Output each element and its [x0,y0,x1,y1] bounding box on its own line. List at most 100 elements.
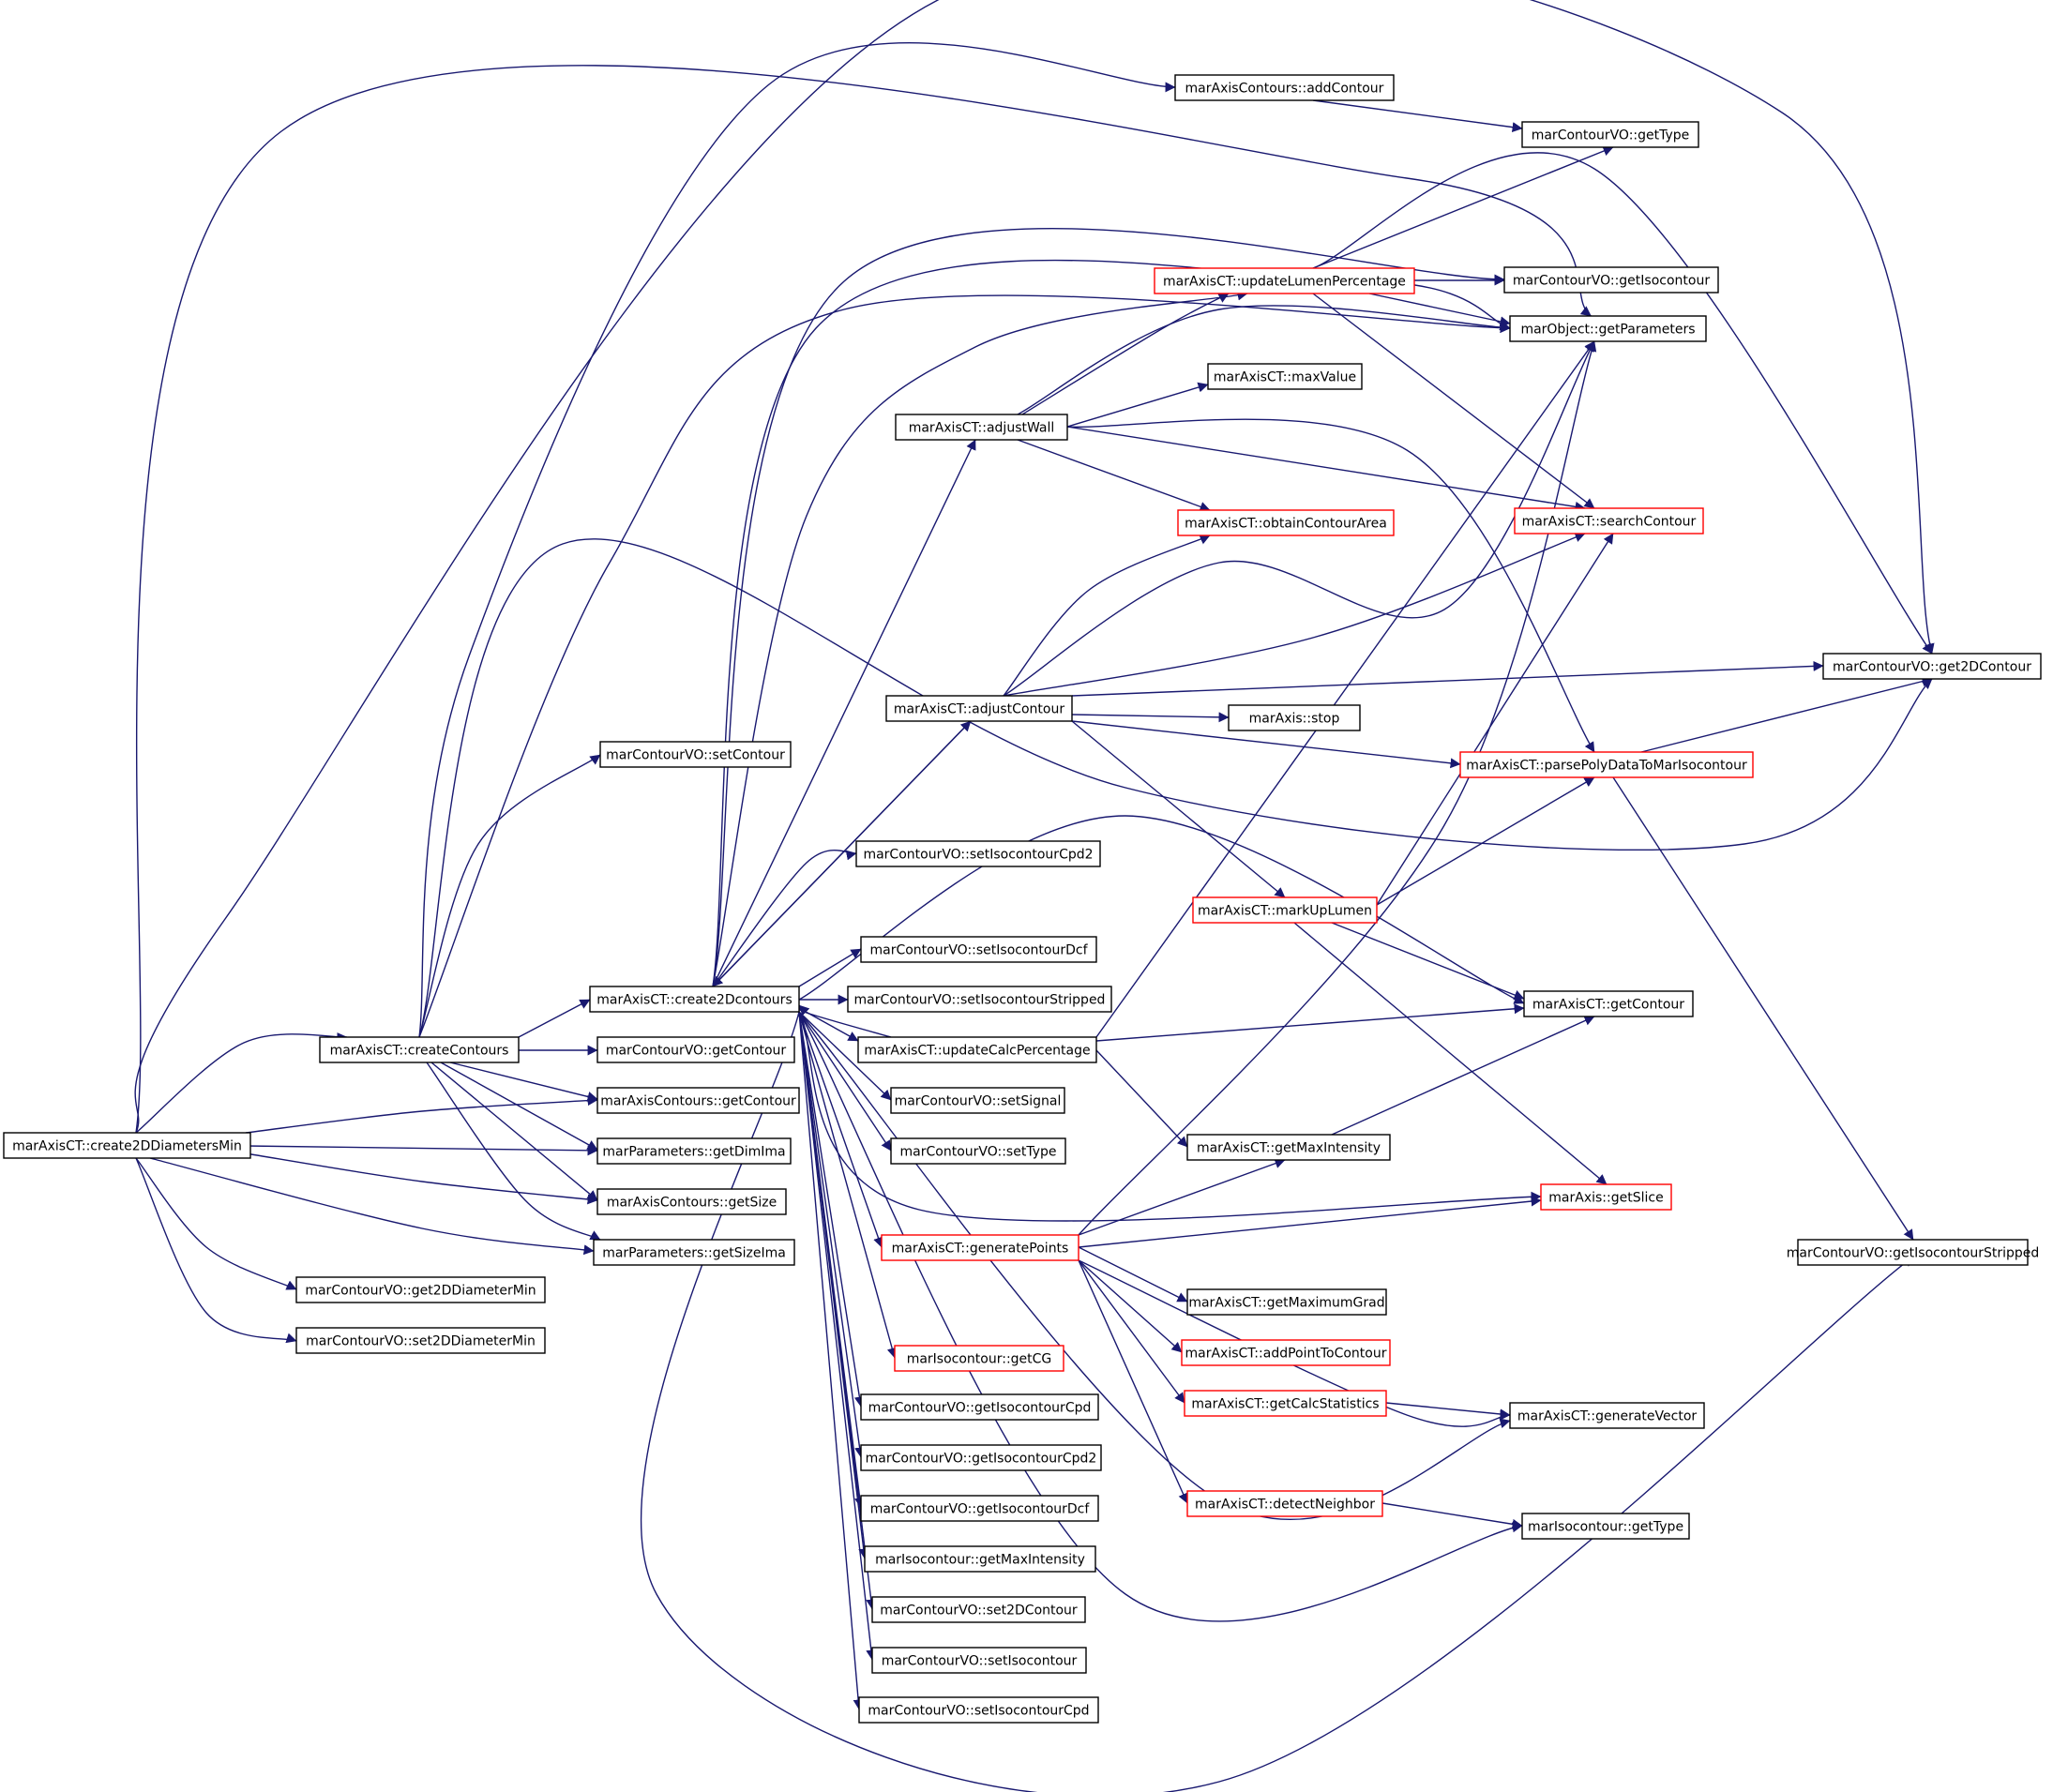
node-label: marContourVO::getType [1532,128,1690,143]
node-setType[interactable]: marContourVO::setType [890,1137,1066,1165]
node-updateCalc[interactable]: marAxisCT::updateCalcPercentage [857,1036,1097,1063]
node-getDimIma[interactable]: marParameters::getDimIma [596,1137,792,1165]
node-box [1181,1339,1391,1366]
node-box [1186,1490,1383,1517]
node-label: marAxisCT::generateVector [1517,1409,1698,1424]
call-edge-generatePoints-to-getParameters [1078,340,1597,1236]
call-edge-updateLumen-to-searchContour [1312,293,1595,509]
node-getDcf[interactable]: marContourVO::getIsocontourDcf [860,1495,1099,1522]
call-edge-adjustWall-to-obtainArea [1017,439,1211,512]
node-setSignal[interactable]: marContourVO::setSignal [890,1087,1065,1114]
node-label: marContourVO::setContour [606,748,785,763]
node-detectNeighbor[interactable]: marAxisCT::detectNeighbor [1186,1490,1383,1517]
call-edge-updateLumen-to-getParameters [1368,293,1511,327]
node-box [1177,509,1395,536]
node-generateVector[interactable]: marAxisCT::generateVector [1509,1402,1705,1429]
call-edge-adjustWall-to-searchContour [1066,426,1586,512]
node-label: marAxisCT::create2DDiametersMin [12,1139,242,1154]
node-stop[interactable]: marAxis::stop [1228,704,1361,731]
call-edge-create2Dcontours-to-setSignal [798,1011,892,1101]
node-maxValue[interactable]: marAxisCT::maxValue [1207,363,1363,390]
node-root[interactable]: marAxisCT::create2DDiametersMin [3,1132,251,1159]
node-markUpLumen[interactable]: marAxisCT::markUpLumen [1192,896,1378,924]
call-edge-markUpLumen-to-parsePoly [1376,776,1595,906]
node-box [885,695,1073,722]
call-edge-createContours-to-acGetSize [430,1062,598,1201]
node-box [847,986,1112,1013]
call-edge-updateCalc-to-getMaxIntensity [1095,1049,1188,1148]
call-edge-updateLumen-to-get2DContour [1312,152,1933,655]
node-label: marAxisContours::getContour [600,1094,796,1109]
node-box [894,1345,1064,1372]
node-ctGetContour[interactable]: marAxisCT::getContour [1523,990,1694,1017]
call-edge-create2Dcontours-to-setCpd2 [712,849,857,987]
node-box [871,1647,1087,1674]
node-isoGetType[interactable]: marIsocontour::getType [1521,1513,1690,1540]
node-box [599,741,792,768]
node-getParameters[interactable]: marObject::getParameters [1509,315,1707,342]
node-label: marAxisCT::createContours [330,1044,509,1059]
node-cvoGetType[interactable]: marContourVO::getType [1521,121,1699,148]
node-label: marAxisCT::create2Dcontours [596,993,792,1008]
node-box [1459,751,1754,778]
node-label: marContourVO::getIsocontour [1513,274,1710,289]
node-label: marAxisCT::obtainContourArea [1185,517,1387,532]
node-label: marAxisCT::maxValue [1214,370,1356,385]
node-getIsocontour[interactable]: marContourVO::getIsocontour [1503,266,1719,294]
node-setIsocontour[interactable]: marContourVO::setIsocontour [871,1647,1087,1674]
node-box [855,840,1101,867]
node-getCalcStatistics[interactable]: marAxisCT::getCalcStatistics [1184,1390,1387,1417]
node-cvoGetContour[interactable]: marContourVO::getContour [596,1036,795,1063]
call-nodes: marAxisCT::create2DDiametersMinmarAxisCT… [3,74,2042,1724]
node-box [1228,704,1361,731]
call-edge-parsePoly-to-get2DContour [1640,676,1933,753]
node-addContour[interactable]: marAxisContours::addContour [1174,74,1395,101]
node-set2DContour[interactable]: marContourVO::set2DContour [871,1596,1086,1623]
node-label: marAxisCT::getMaximumGrad [1188,1296,1384,1311]
call-edge-createContours-to-get2DContour [418,538,1933,1038]
node-getCG[interactable]: marIsocontour::getCG [894,1345,1064,1372]
node-getStripped[interactable]: marContourVO::getIsocontourStripped [1787,1239,2040,1266]
node-label: marContourVO::getIsocontourDcf [870,1502,1091,1517]
node-isoMaxIntensity[interactable]: marIsocontour::getMaxIntensity [864,1545,1096,1573]
node-create2Dcontours[interactable]: marAxisCT::create2Dcontours [589,986,800,1013]
node-searchContour[interactable]: marAxisCT::searchContour [1514,507,1704,535]
call-edge-root-to-acGetSize [245,1152,598,1205]
node-setStripped[interactable]: marContourVO::setIsocontourStripped [847,986,1112,1013]
node-box [1186,1134,1391,1161]
node-label: marAxis::stop [1249,712,1340,727]
node-updateLumen[interactable]: marAxisCT::updateLumenPercentage [1154,267,1415,294]
node-setCpd[interactable]: marContourVO::setIsocontourCpd [858,1696,1099,1724]
node-box [596,1188,787,1215]
node-setContour[interactable]: marContourVO::setContour [599,741,792,768]
node-getSizeIma[interactable]: marParameters::getSizeIma [593,1239,795,1266]
node-setCpd2[interactable]: marContourVO::setIsocontourCpd2 [855,840,1101,867]
call-edge-root-to-getParameters [135,65,1592,1134]
node-label: marContourVO::getIsocontourCpd [868,1401,1092,1416]
node-get2DDiameterMin[interactable]: marContourVO::get2DDiameterMin [295,1276,546,1303]
node-parsePoly[interactable]: marAxisCT::parsePolyDataToMarIsocontour [1459,751,1754,778]
node-box [895,414,1068,441]
node-getMaximumGrad[interactable]: marAxisCT::getMaximumGrad [1186,1288,1387,1316]
node-createContours[interactable]: marAxisCT::createContours [319,1036,520,1063]
node-set2DDiameterMin[interactable]: marContourVO::set2DDiameterMin [295,1327,546,1354]
call-edge-create2Dcontours-to-adjustWall [712,439,976,987]
node-label: marAxisCT::searchContour [1522,515,1697,530]
node-box [295,1276,546,1303]
call-edge-create2Dcontours-to-setDcf [798,948,862,987]
node-getMaxIntensity[interactable]: marAxisCT::getMaxIntensity [1186,1134,1391,1161]
node-box [1540,1183,1672,1211]
node-getSlice[interactable]: marAxis::getSlice [1540,1183,1672,1211]
node-get2DContour[interactable]: marContourVO::get2DContour [1822,653,2042,680]
node-setDcf[interactable]: marContourVO::setIsocontourDcf [860,936,1097,963]
node-obtainArea[interactable]: marAxisCT::obtainContourArea [1177,509,1395,536]
node-getCpd2[interactable]: marContourVO::getIsocontourCpd2 [860,1444,1102,1471]
node-adjustWall[interactable]: marAxisCT::adjustWall [895,414,1068,441]
node-acGetContour[interactable]: marAxisContours::getContour [596,1087,800,1114]
node-adjustContour[interactable]: marAxisCT::adjustContour [885,695,1073,722]
node-addPointToContour[interactable]: marAxisCT::addPointToContour [1181,1339,1391,1366]
node-acGetSize[interactable]: marAxisContours::getSize [596,1188,787,1215]
node-generatePoints[interactable]: marAxisCT::generatePoints [881,1234,1079,1261]
node-box [1521,1513,1690,1540]
node-getCpd[interactable]: marContourVO::getIsocontourCpd [860,1393,1099,1421]
